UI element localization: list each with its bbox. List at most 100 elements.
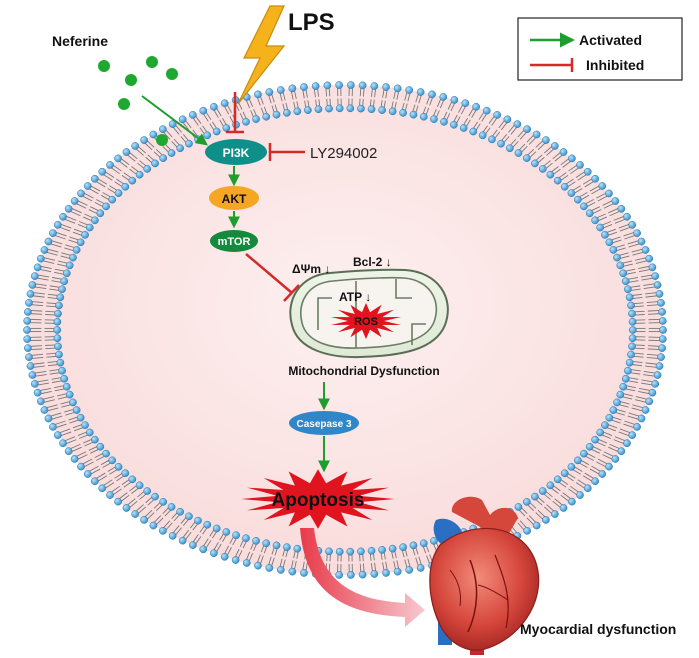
lipid-head <box>53 317 62 326</box>
lipid-head <box>399 543 407 552</box>
lipid-head <box>628 221 637 229</box>
lipid-head <box>91 216 99 225</box>
lipid-head <box>102 449 110 458</box>
delta-psi-label: ΔΨm ↓ <box>292 262 330 276</box>
lipid-head <box>378 546 386 554</box>
lipid-head <box>203 520 212 529</box>
lipid-head <box>53 334 62 343</box>
lipid-head <box>151 492 159 501</box>
lipid-head <box>573 456 582 465</box>
heart-body <box>429 527 540 651</box>
lipid-head <box>69 398 77 407</box>
lipid-head <box>531 159 539 168</box>
lipid-head <box>628 342 636 351</box>
lipid-head <box>625 358 634 367</box>
lipid-head <box>551 510 559 518</box>
lipid-head <box>585 442 594 451</box>
lipid-head <box>325 104 333 113</box>
lipid-head <box>645 254 654 263</box>
lipid-head <box>567 189 576 197</box>
lipid-head <box>616 261 625 270</box>
lipid-head <box>167 149 176 157</box>
lipid-head <box>576 161 584 169</box>
lipid-head <box>598 470 607 478</box>
lipid-head <box>185 139 193 148</box>
lipid-head <box>573 195 582 204</box>
lipid-head <box>30 272 39 280</box>
lipid-head <box>357 104 365 113</box>
lps-label: LPS <box>288 9 335 36</box>
lipid-head <box>114 154 122 163</box>
lipid-head <box>288 567 297 576</box>
lipid-head <box>596 428 605 437</box>
lipid-head <box>624 285 632 294</box>
lipid-head <box>265 564 274 572</box>
lipid-head <box>114 497 122 506</box>
lipid-head <box>370 82 379 90</box>
lipid-head <box>272 110 281 119</box>
lipid-head <box>53 221 62 229</box>
lipid-head <box>428 90 436 99</box>
lipid-head <box>440 117 448 126</box>
lipid-head <box>621 374 630 383</box>
lipid-head <box>254 561 262 570</box>
lipid-head <box>33 263 42 272</box>
lipid-head <box>40 406 49 414</box>
neferine-label: Neferine <box>52 33 108 49</box>
lipid-head <box>382 569 390 577</box>
heart-coronary <box>449 569 461 607</box>
lipid-head <box>623 439 631 448</box>
lipid-head <box>222 528 231 536</box>
lipid-head <box>300 83 308 91</box>
lipid-head <box>617 204 626 213</box>
lipid-head <box>26 362 35 370</box>
lipid-head <box>54 342 62 351</box>
lipid-head <box>36 397 45 406</box>
lipid-head <box>591 435 599 444</box>
lipid-head <box>382 83 390 91</box>
lipid-head <box>497 139 505 148</box>
lipid-head <box>114 189 123 197</box>
lipid-head <box>576 491 584 499</box>
lipid-head <box>178 536 187 545</box>
lipid-head <box>609 406 618 414</box>
lipid-head <box>58 285 66 294</box>
lipid-head <box>513 120 522 128</box>
mtor-inhibit-line <box>245 253 293 294</box>
lipid-head <box>128 475 137 484</box>
lipid-head <box>658 308 666 316</box>
lipid-head <box>335 571 343 579</box>
lipid-head <box>168 120 177 128</box>
lipid-head <box>199 545 208 554</box>
lipid-head <box>188 111 197 119</box>
lipid-head <box>33 388 42 397</box>
lipid-head <box>54 309 62 318</box>
heart-arrow <box>300 528 425 627</box>
lipid-head <box>114 463 123 471</box>
lipid-head <box>405 86 414 94</box>
neferine-dot <box>146 56 158 68</box>
pi3k-label: PI3K <box>223 146 250 160</box>
lipid-head <box>591 174 600 183</box>
lipid-head <box>23 317 32 325</box>
lipid-head <box>619 382 628 391</box>
lipid-head <box>212 127 221 136</box>
lipid-head <box>605 238 614 247</box>
lipid-head <box>24 308 32 316</box>
lipid-head <box>72 246 81 254</box>
lipid-head <box>651 272 660 280</box>
lipid-head <box>653 371 662 379</box>
apoptosis-burst <box>241 469 395 529</box>
lipid-head <box>628 317 637 326</box>
lipid-head <box>591 477 600 486</box>
lipid-head <box>358 81 367 90</box>
lipid-head <box>531 492 539 501</box>
lipid-head <box>609 246 618 254</box>
lipid-head <box>658 317 667 325</box>
mtor-label: mTOR <box>218 236 251 248</box>
lipid-head <box>98 167 107 176</box>
lipid-head <box>430 115 438 123</box>
lipid-head <box>450 96 459 104</box>
lipid-head <box>591 216 599 225</box>
lipid-head <box>522 154 531 162</box>
